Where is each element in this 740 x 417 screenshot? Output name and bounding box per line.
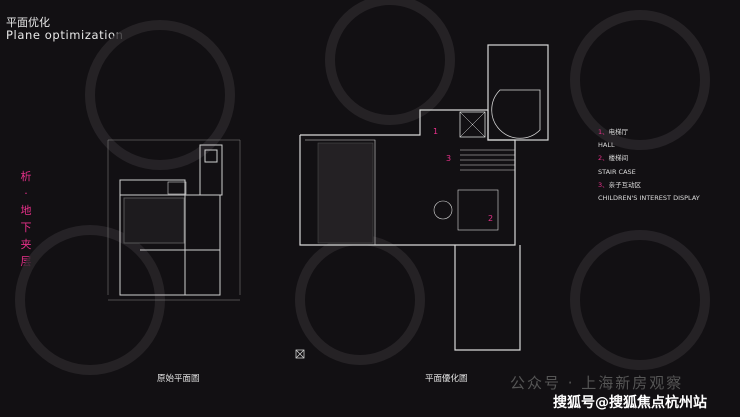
- legend-en: STAIR CASE: [598, 167, 636, 176]
- legend-item-2: 2、楼梯间: [598, 154, 629, 163]
- compass-icon: [295, 349, 305, 359]
- legend-en: CHILDREN'S INTEREST DISPLAY: [598, 194, 700, 203]
- watermark-account: 公众号 · 上海新房观察: [510, 374, 684, 392]
- side-char: 夹: [20, 238, 32, 251]
- legend: 1、电梯厅 HALL 2、楼梯间 STAIR CASE 3、亲子互动区 CHIL…: [598, 126, 700, 205]
- optimized-plan: [299, 44, 549, 351]
- side-char: ·: [24, 187, 28, 200]
- plan-marker-1: 1: [433, 127, 438, 136]
- caption-optimized: 平面優化圖: [425, 374, 468, 384]
- side-char: 地: [20, 204, 32, 217]
- legend-item-1: 1、电梯厅: [598, 128, 629, 136]
- plan-marker-2: 2: [488, 214, 493, 223]
- side-char: 下: [20, 221, 32, 234]
- plan-marker-3: 3: [446, 154, 451, 163]
- caption-original: 原始平面圖: [157, 374, 200, 384]
- legend-item-3: 3、亲子互动区: [598, 180, 642, 189]
- watermark-source: 搜狐号@搜狐焦点杭州站: [553, 395, 707, 411]
- page-title-cn: 平面优化: [6, 16, 50, 29]
- legend-en: HALL: [598, 141, 615, 150]
- side-char: 析: [20, 170, 32, 183]
- page-title-en: Plane optimization: [6, 28, 124, 42]
- original-plan: [107, 139, 241, 301]
